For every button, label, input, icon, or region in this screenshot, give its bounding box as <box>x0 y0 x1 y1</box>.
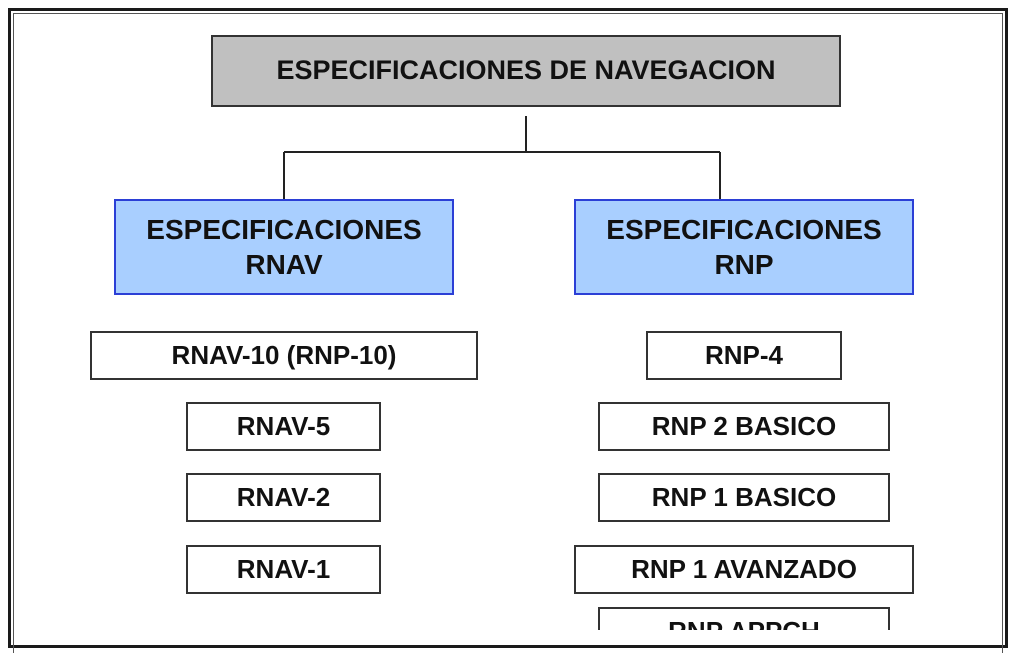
root-node-label: ESPECIFICACIONES DE NAVEGACION <box>276 55 776 86</box>
category-rnp-line2: RNP <box>714 249 774 280</box>
category-rnav-line2: RNAV <box>245 249 323 280</box>
spec-node-rnav-2: RNAV-2 <box>186 473 381 522</box>
spec-node-rnp-1-avanzado: RNP 1 AVANZADO <box>574 545 914 594</box>
connector-lines <box>283 116 721 199</box>
category-rnav-line1: ESPECIFICACIONES <box>146 214 422 245</box>
spec-node-rnp-1-basico: RNP 1 BASICO <box>598 473 890 522</box>
spec-node-label: RNP 1 AVANZADO <box>631 554 857 585</box>
spec-node-label: RNP 1 BASICO <box>651 482 837 513</box>
spec-node-label: RNP APPCH <box>668 615 820 630</box>
diagram-frame-inner <box>13 13 1003 653</box>
spec-node-rnav-5: RNAV-5 <box>186 402 381 451</box>
spec-node-label: RNAV-10 (RNP-10) <box>171 340 397 371</box>
category-node-rnp: ESPECIFICACIONES RNP <box>574 199 914 295</box>
spec-node-rnp-appch: RNP APPCH <box>598 607 890 630</box>
spec-node-label: RNAV-5 <box>236 411 331 442</box>
spec-node-rnav-10: RNAV-10 (RNP-10) <box>90 331 478 380</box>
spec-node-label: RNAV-2 <box>236 482 331 513</box>
category-rnp-line1: ESPECIFICACIONES <box>606 214 882 245</box>
spec-node-label: RNP-4 <box>704 340 783 371</box>
spec-node-label: RNP 2 BASICO <box>651 411 837 442</box>
category-node-rnav: ESPECIFICACIONES RNAV <box>114 199 454 295</box>
root-node: ESPECIFICACIONES DE NAVEGACION <box>211 35 841 107</box>
spec-node-rnav-1: RNAV-1 <box>186 545 381 594</box>
spec-node-rnp-4: RNP-4 <box>646 331 842 380</box>
spec-node-label: RNAV-1 <box>236 554 331 585</box>
spec-node-rnp-2-basico: RNP 2 BASICO <box>598 402 890 451</box>
